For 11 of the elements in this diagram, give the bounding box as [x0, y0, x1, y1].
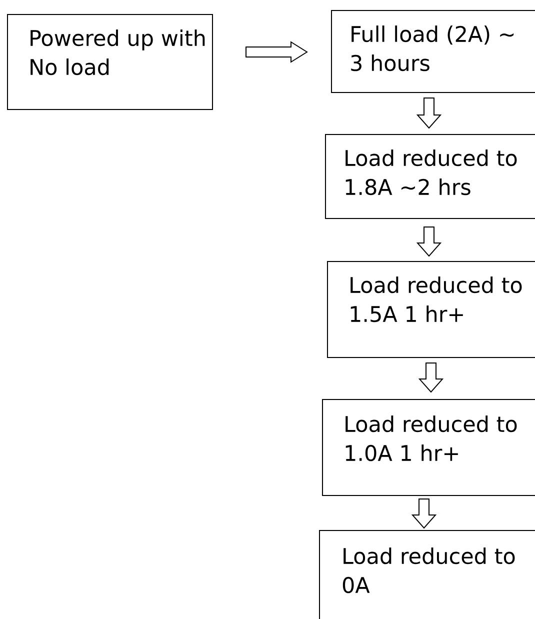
- process-box: Load reduced to 1.8A ~2 hrs: [325, 134, 535, 219]
- block-arrow: [416, 98, 442, 129]
- process-box: Load reduced to 0A: [319, 530, 535, 619]
- block-arrow: [411, 498, 437, 529]
- process-box: Load reduced to 1.5A 1 hr+: [327, 261, 535, 358]
- process-box: Load reduced to 1.0A 1 hr+: [322, 399, 535, 496]
- process-box: Powered up with No load: [7, 14, 213, 110]
- block-arrow: [416, 226, 442, 257]
- block-arrow: [418, 362, 444, 393]
- block-arrow: [246, 41, 308, 63]
- process-box: Full load (2A) ~ 3 hours: [331, 10, 535, 93]
